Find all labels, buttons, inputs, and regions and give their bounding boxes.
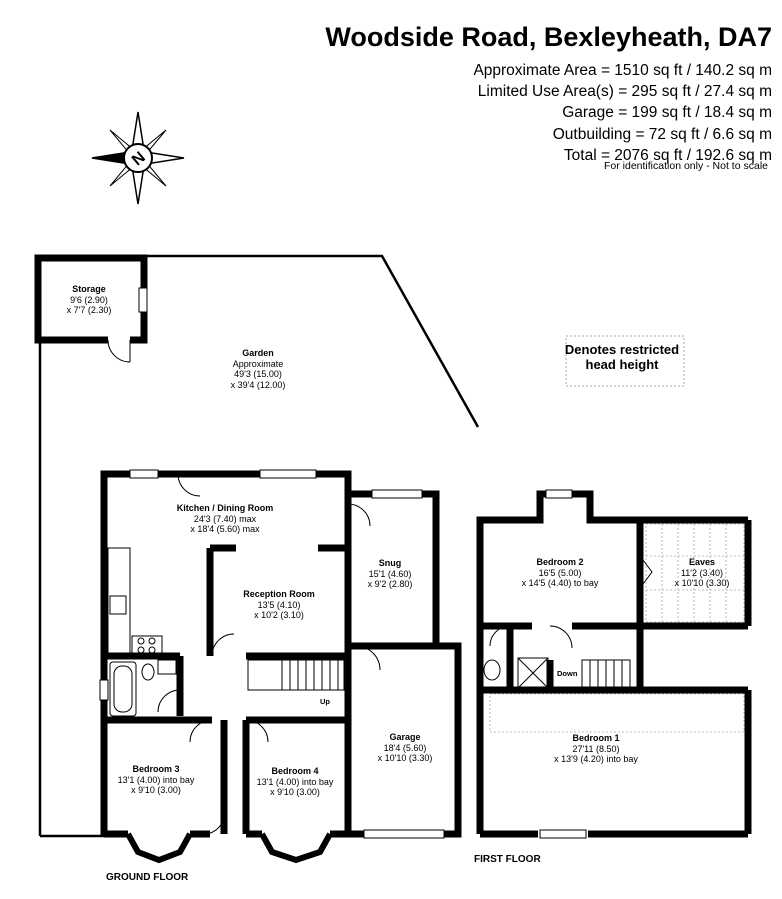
first-floor-label: FIRST FLOOR [474, 854, 541, 865]
storage-walls [34, 254, 148, 363]
ground-floor-walls [100, 470, 462, 838]
area-total: Total = 2076 sq ft / 192.6 sq m [563, 146, 772, 164]
stairs-down-label: Down [557, 669, 578, 678]
room-label-kitchen: Kitchen / Dining Room 24'3 (7.40) max x … [176, 503, 274, 534]
first-floor-walls [476, 490, 752, 838]
restricted-height-legend: Denotes restricted head height [564, 342, 680, 372]
room-label-bedroom1: Bedroom 1 27'11 (8.50) x 13'9 (4.20) int… [554, 733, 638, 764]
room-label-bedroom4: Bedroom 4 13'1 (4.00) into bay x 9'10 (3… [256, 766, 334, 797]
area-outbuilding: Outbuilding = 72 sq ft / 6.6 sq m [552, 125, 772, 143]
room-label-snug: Snug 15'1 (4.60) x 9'2 (2.80) [367, 558, 413, 589]
disclaimer-note: For identification only - Not to scale [604, 160, 768, 172]
compass-icon: N [91, 111, 185, 205]
room-label-bedroom2: Bedroom 2 16'5 (5.00) x 14'5 (4.40) to b… [521, 557, 599, 588]
page-title: Woodside Road, Bexleyheath, DA7 [325, 22, 772, 52]
room-label-bedroom3: Bedroom 3 13'1 (4.00) into bay x 9'10 (3… [117, 764, 195, 795]
area-limited-use: Limited Use Area(s) = 295 sq ft / 27.4 s… [477, 83, 772, 101]
stairs-up-label: Up [320, 697, 330, 706]
area-summary: Approximate Area = 1510 sq ft / 140.2 sq… [473, 60, 772, 166]
room-label-storage: Storage 9'6 (2.90) x 7'7 (2.30) [66, 284, 112, 315]
room-label-eaves: Eaves 11'2 (3.40) x 10'10 (3.30) [674, 557, 730, 588]
area-approximate: Approximate Area = 1510 sq ft / 140.2 sq… [473, 62, 772, 79]
room-label-reception: Reception Room 13'5 (4.10) x 10'2 (3.10) [243, 589, 315, 620]
area-garage: Garage = 199 sq ft / 18.4 sq m [562, 104, 772, 122]
ground-floor-label: GROUND FLOOR [106, 872, 189, 883]
room-label-garage: Garage 18'4 (5.60) x 10'10 (3.30) [377, 732, 433, 763]
room-label-garden: Garden Approximate 49'3 (15.00) x 39'4 (… [230, 348, 286, 390]
